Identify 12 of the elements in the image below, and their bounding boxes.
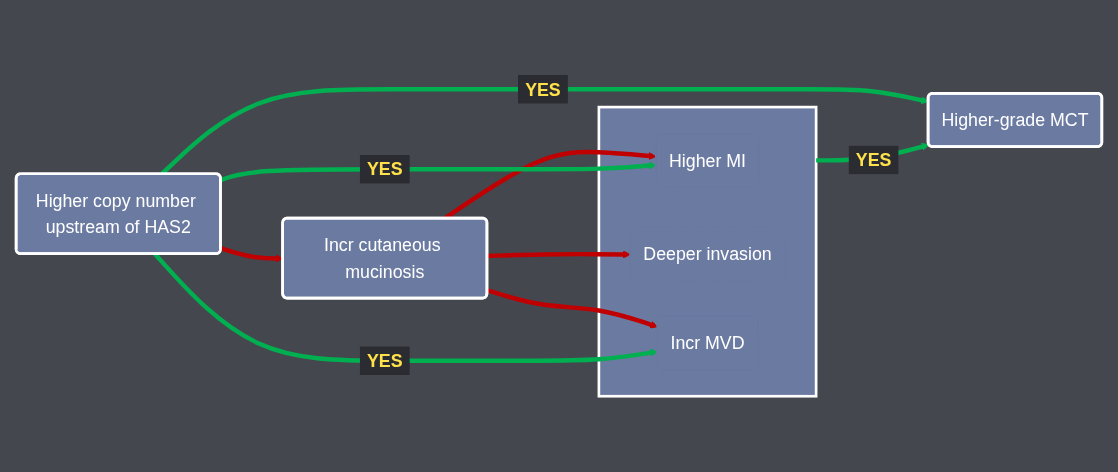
arrow [220, 162, 657, 183]
edge-label: YES [367, 159, 403, 180]
node-text: Incr MVD [670, 333, 745, 354]
edge-label: YES [525, 79, 561, 100]
edge-label: YES [855, 150, 892, 171]
arrow [486, 288, 658, 329]
arrow [487, 250, 631, 259]
node-text: Higher MI [669, 150, 747, 171]
edge-label: YES [367, 351, 403, 371]
cluster [597, 106, 818, 398]
arrow [153, 252, 658, 364]
node-text: Deeper invasion [643, 244, 772, 265]
